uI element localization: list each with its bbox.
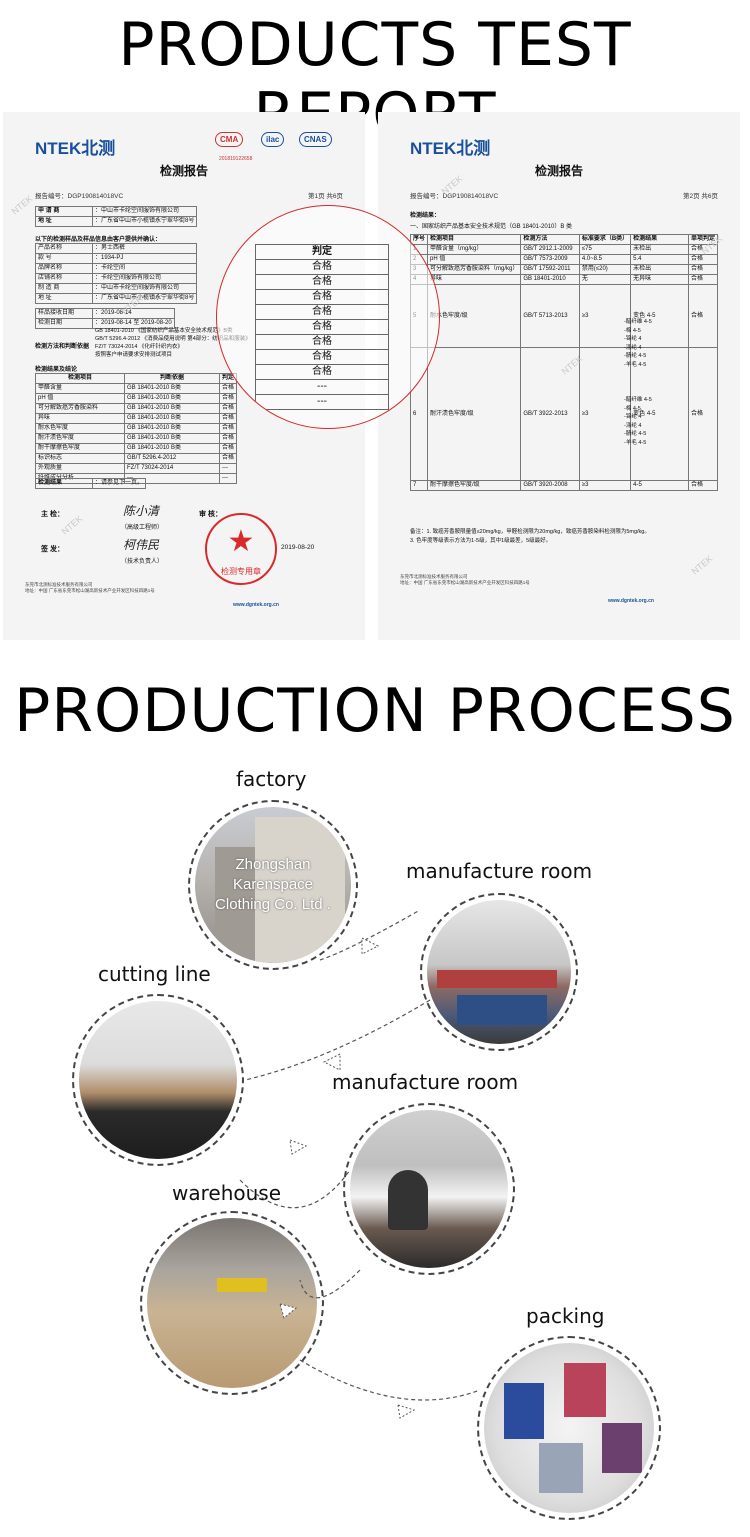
warehouse-photo [140,1211,324,1395]
footer-link[interactable]: www.dgntek.org.cn [233,602,279,608]
results-label: 检测结果： [410,213,441,219]
packing-label: packing [526,1304,605,1328]
report-title: 检测报告 [534,164,583,178]
approver-signature: 柯伟民 [123,538,160,552]
results-label: 检测结果及结论 [35,367,78,373]
ilac-mra-logo: ilac [261,132,285,147]
cutting-line-label: cutting line [98,962,211,986]
production-process-heading: PRODUCTION PROCESS [14,676,736,746]
factory-photo: Zhongshan Karenspace Clothing Co. Ltd . [188,800,358,970]
report-number: 报告编号：DGP190814018VC [35,193,124,200]
footer-text: 东莞市北测标准技术服务有限公司 地址：中国 广东省东莞市松山湖高新技术产业开发区… [400,574,530,585]
manufacture-room-label-1: manufacture room [406,859,593,883]
test-report-page-2: NTEK北测 检测报告 报告编号：DGP190814018VC 第2页 共6页 … [378,112,740,640]
conclusion-table: 检测结果：请参见下一页。 [35,478,147,489]
page-number: 第2页 共6页 [682,193,718,200]
ntek-logo: NTEK北测 [410,139,491,158]
magnified-verdict-lens: 判定 合格 合格 合格 合格 合格 合格 合格 合格 --- --- [216,205,440,429]
packing-photo [477,1336,661,1520]
cma-logo: CMA [215,132,244,147]
approver-label: 签 发： [41,546,64,553]
report-number: 报告编号：DGP190814018VC [410,193,499,200]
inspection-stamp: ★ 检测专用章 [205,513,277,585]
footer-text: 东莞市北测标准技术服务有限公司 地址：中国 广东省东莞市松山湖高新技术产业开发区… [25,582,155,593]
cutting-line-photo [72,994,244,1166]
basis-label: 检测方法和判断依据 [35,344,90,350]
page-number: 第1页 共6页 [307,193,343,200]
magnified-verdict-table: 判定 合格 合格 合格 合格 合格 合格 合格 合格 --- --- [255,244,389,410]
issue-date: 2019-08-20 [281,544,315,551]
warehouse-label: warehouse [172,1181,282,1205]
report-title: 检测报告 [159,164,208,178]
inspector-signature: 陈小清 [123,504,160,518]
staining-list-2: -醋纤维 4-5-棉 4-5-锦纶 4-涤纶 4-腈纶 4-5-羊毛 4-5 [624,397,652,446]
basis-lines: GB 18401-2010 《国家纺织产品基本安全技术规范》B类 GB/T 52… [95,328,251,358]
manufacture-room-photo-2 [343,1103,515,1275]
star-icon: ★ [227,525,255,558]
sample-header: 以下的检测样品及样品信息由客户提供并确认： [35,237,162,243]
staining-list-1: -醋纤维 4-5-棉 4-5-锦纶 4-涤纶 4-腈纶 4-5-羊毛 4-5 [624,319,652,368]
standard-line: 一、国家纺织产品基本安全技术规范（GB 18401-2010）B 类 [410,224,573,230]
sample-table: 产品名称：男士西裤 款 号：1934-PJ 品牌名称：卡纶空间 店铺名称：卡纶空… [35,243,198,304]
applicant-table: 申 请 商：中山市卡纶空间服饰有限公司 地 址：广东省中山市小榄镇永宁翠华街8号 [35,206,198,227]
review-label: 审 核： [199,511,222,518]
inspector-label: 主 检： [41,511,64,518]
process-flow-arrows [239,909,481,1419]
notes: 备注：1. 致癌芳香胺限量值≤20mg/kg，甲醛检测限为20mg/kg，致癌芳… [410,529,650,544]
cnas-logo: CNAS [299,132,332,147]
cma-number: 201819122658 [219,156,253,162]
manufacture-room-photo-1 [420,893,578,1051]
factory-name: Zhongshan Karenspace Clothing Co. Ltd . [215,856,331,913]
approver-title: （技术负责人） [121,559,164,565]
date-table: 样品接收日期：2019-08-14 检测日期：2019-08-14 至 2019… [35,308,175,329]
manufacture-room-label-2: manufacture room [332,1070,519,1094]
factory-label: factory [236,767,307,791]
stamp-text: 检测专用章 [221,567,261,576]
inspector-title: （高级工程师） [121,525,164,531]
ntek-logo: NTEK北测 [35,139,116,158]
footer-link[interactable]: www.dgntek.org.cn [608,598,654,604]
detail-results-table: 序号 检测项目 检测方法 标准要求（B类） 检测结果 单项判定 1甲醛含量（mg… [409,234,719,491]
